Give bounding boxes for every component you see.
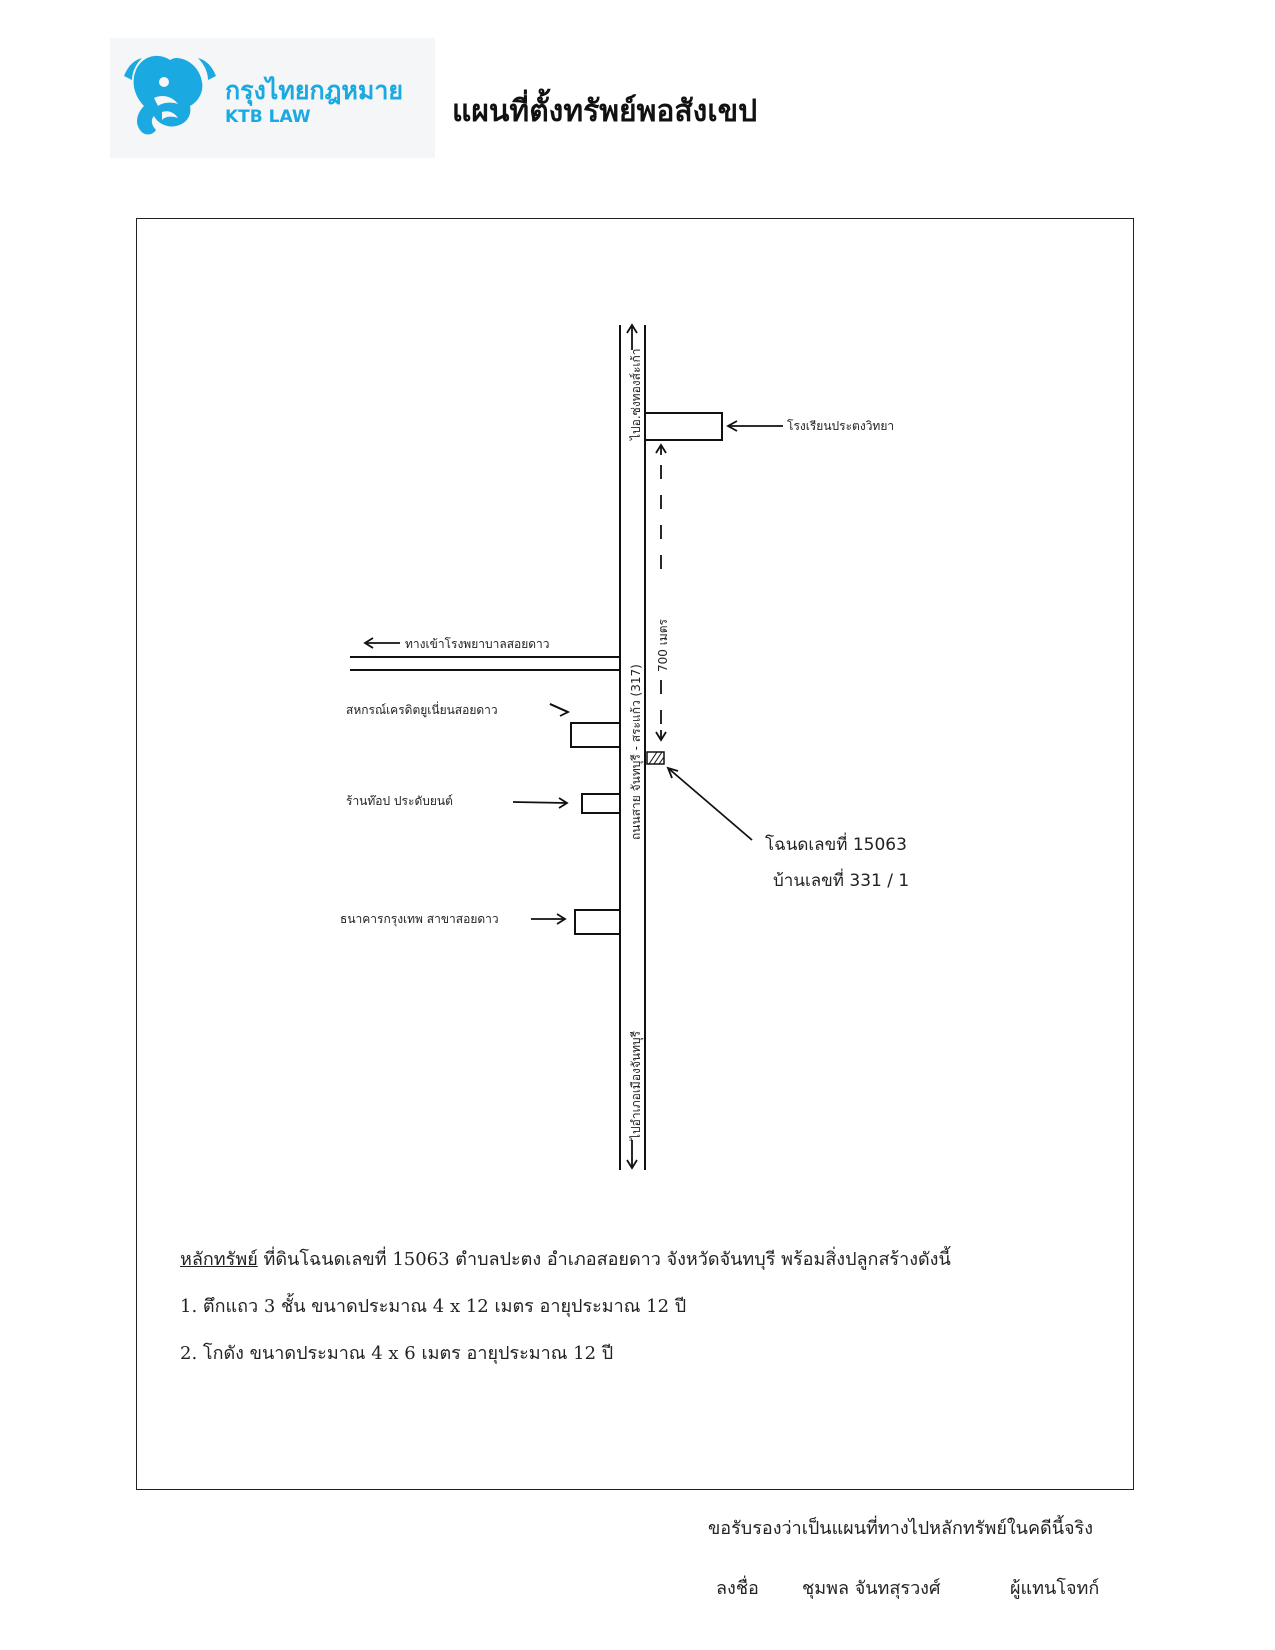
signer-role: ผู้แทนโจทก์ [1010,1578,1100,1599]
property-description: หลักทรัพย์ ที่ดินโฉนดเลขที่ 15063 ตำบลปะ… [180,1244,951,1273]
signer-name: ชุมพล จันทสุรวงศ์ [802,1578,941,1599]
house-label: บ้านเลขที่ 331 / 1 [773,868,909,891]
road-bottom-label: ไปอำเภอเมืองจันทบุรี [629,1030,644,1141]
logo-thai-name: กรุงไทยกฎหมาย [225,76,404,105]
certification-statement: ขอรับรองว่าเป็นแผนที่ทางไปหลักทรัพย์ในคด… [708,1518,1094,1539]
logo-english-name: KTB LAW [225,107,311,127]
deed-label: โฉนดเลขที่ 15063 [765,832,907,855]
coop-label: สหกรณ์เครดิตยูเนี่ยนสอยดาว [346,701,498,718]
road-top-label: ไปอ.ซ่งทองส์ะเก้า [629,348,643,441]
property-heading: หลักทรัพย์ [180,1249,258,1270]
garuda-emblem-icon [124,55,216,135]
distance-label: 700 เมตร [656,618,670,672]
page-title: แผนที่ตั้งทรัพย์พอสังเขป [452,94,758,129]
road-middle-label: ถนนสาย จันทบุรี - สระแก้ว (317) [629,664,644,840]
sign-label: ลงชื่อ [716,1578,759,1599]
property-item-1: 1. ตึกแถว 3 ชั้น ขนาดประมาณ 4 x 12 เมตร … [180,1296,687,1317]
school-label: โรงเรียนประตงวิทยา [787,419,894,433]
logo-text: กรุงไทยกฎหมาย KTB LAW [225,78,403,127]
bank-building [574,909,621,935]
shop-building [581,793,621,814]
coop-building [570,722,621,748]
bank-label: ธนาคารกรุงเทพ สาขาสอยดาว [340,912,499,927]
map-frame [136,218,1134,1490]
company-logo: กรุงไทยกฎหมาย KTB LAW [110,38,435,158]
school-building [644,412,723,441]
property-plot [646,751,665,765]
property-item-2: 2. โกดัง ขนาดประมาณ 4 x 6 เมตร อายุประมา… [180,1343,614,1364]
property-intro: ที่ดินโฉนดเลขที่ 15063 ตำบลปะตง อำเภอสอย… [257,1249,951,1270]
shop-label: ร้านท๊อป ประดับยนต์ [346,794,453,808]
hospital-road-label: ทางเข้าโรงพยาบาลสอยดาว [405,637,550,651]
